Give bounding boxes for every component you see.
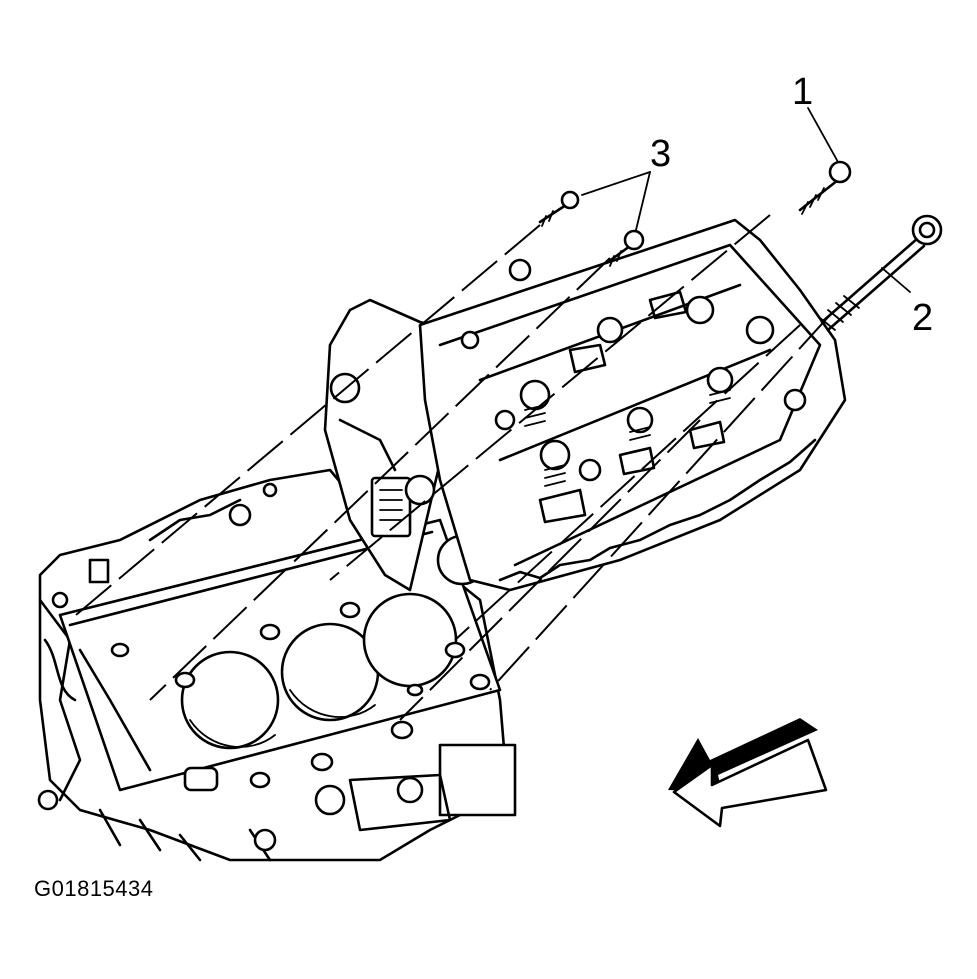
bolt-3a <box>538 190 580 227</box>
leader-lines <box>581 107 911 293</box>
alignment-lines <box>69 214 831 721</box>
bolt-1 <box>798 160 852 215</box>
callout-1: 1 <box>792 71 813 113</box>
bolt-2 <box>819 214 943 332</box>
head-gasket <box>58 518 502 792</box>
callout-2: 2 <box>912 297 933 339</box>
callout-3: 3 <box>650 133 671 175</box>
bolt-3b <box>606 229 645 267</box>
front-direction-arrow-icon <box>668 718 828 828</box>
valve-springs <box>494 290 807 524</box>
figure-id-label: G01815434 <box>34 876 154 901</box>
cylinder-head <box>323 218 847 592</box>
